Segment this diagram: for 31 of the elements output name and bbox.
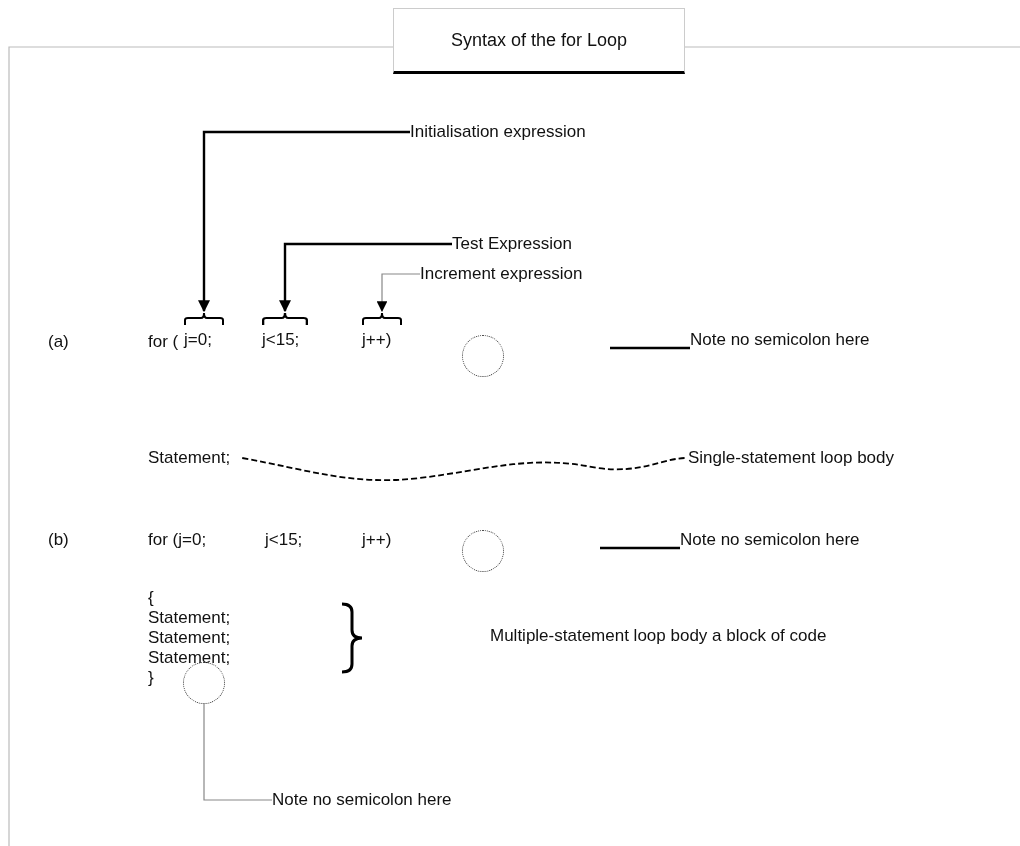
leader-line <box>600 546 680 550</box>
wavy-line <box>241 457 687 482</box>
annotation-text: Note no semicolon here <box>690 330 870 350</box>
arrow <box>198 130 410 313</box>
code-text: Statement; <box>148 648 231 668</box>
code-text: for (j=0; <box>148 530 207 550</box>
code-text: } <box>148 668 154 688</box>
callout-label: Test Expression <box>452 234 572 254</box>
arrow <box>376 273 421 313</box>
annotation-text: Single-statement loop body <box>688 448 895 468</box>
code-text: Statement; <box>148 628 231 648</box>
code-text: Statement; <box>148 608 231 628</box>
callout-label: Initialisation expression <box>410 122 586 142</box>
leader-line <box>610 346 690 350</box>
callout-label: Increment expression <box>420 264 583 284</box>
leader-line <box>203 703 273 801</box>
code-text: Statement; <box>148 448 231 468</box>
code-text: j<15; <box>262 329 300 350</box>
code-text: j++) <box>362 329 392 350</box>
arrow <box>279 242 452 313</box>
code-text: j=0; <box>184 329 212 350</box>
item-letter: (b) <box>48 530 69 550</box>
annotation-text: Note no semicolon here <box>272 790 452 810</box>
title-box: Syntax of the for Loop <box>393 8 685 74</box>
code-text: j<15; <box>265 530 303 550</box>
code-text: { <box>148 588 154 608</box>
annotation-text: Multiple-statement loop body a block of code <box>490 626 827 646</box>
annotation-text: Note no semicolon here <box>680 530 860 550</box>
code-text: for ( <box>148 332 179 352</box>
item-letter: (a) <box>48 332 69 352</box>
code-text: j++) <box>362 530 392 550</box>
